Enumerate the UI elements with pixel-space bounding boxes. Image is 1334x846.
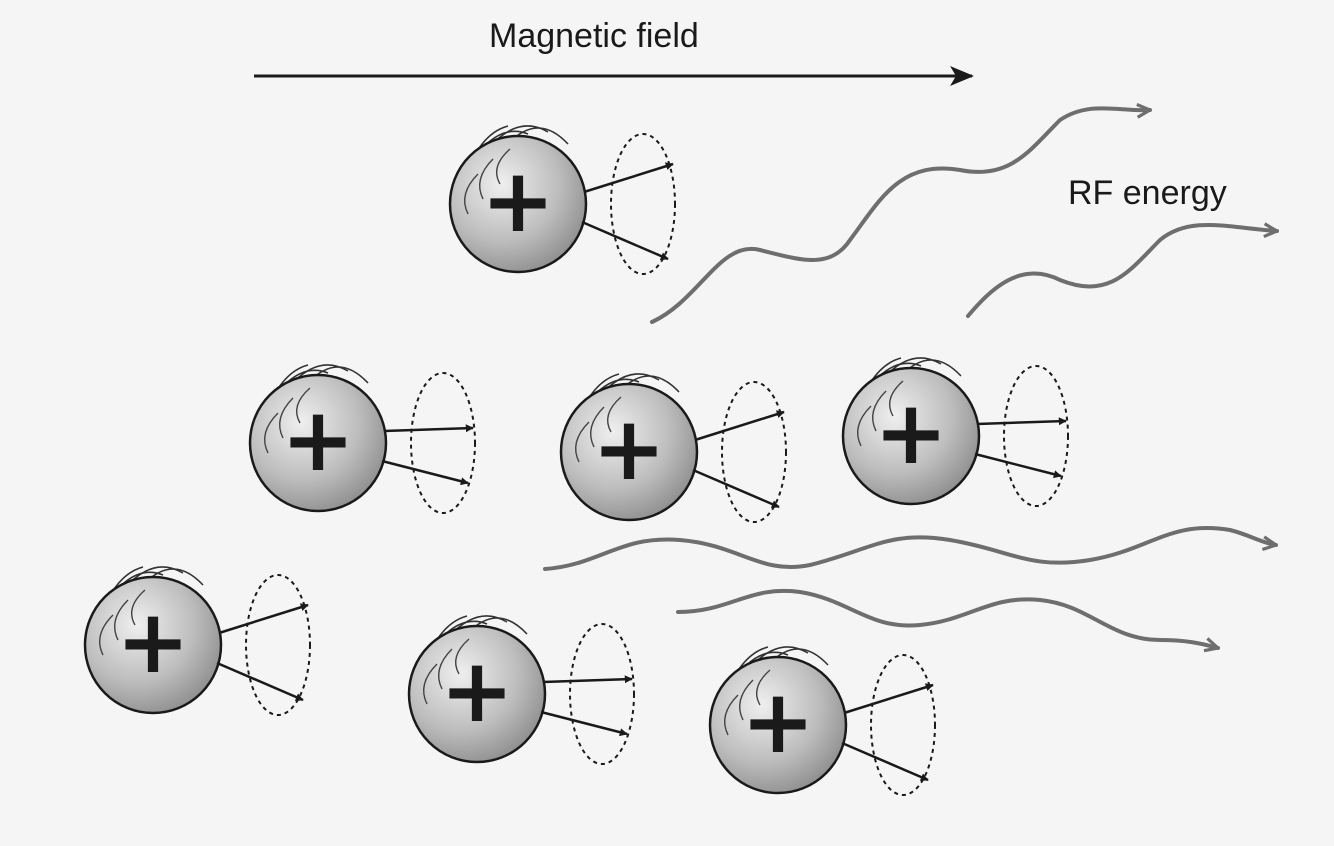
rf-waves [543, 108, 1277, 648]
magnetic-moment-arrow [540, 710, 628, 737]
magnetic-moment-arrow [383, 424, 474, 433]
magnetic-moment-arrow [841, 741, 929, 782]
spin-arc [464, 173, 479, 215]
precession-ellipse [245, 574, 311, 716]
rf-wave-lower-1 [543, 526, 1276, 571]
proton-plus-sign: + [481, 149, 555, 252]
magnetic-moment-arrow [692, 468, 780, 509]
spin-arc [279, 397, 294, 439]
magnetic-moment-arrow [542, 675, 633, 684]
spin-arc [889, 380, 904, 417]
spin-arc [607, 396, 622, 433]
spin-arc [724, 694, 739, 736]
rf-wave-upper-2 [966, 225, 1277, 318]
spin-arc [438, 648, 453, 690]
proton-plus-sign: + [281, 388, 355, 491]
magnetic-moment-arrow [694, 410, 785, 442]
spin-surface-lines [857, 380, 904, 447]
spin-arc [296, 387, 311, 424]
proton: + [448, 125, 676, 275]
magnetic-moment-arrow [976, 417, 1067, 426]
spin-surface-lines [99, 589, 146, 656]
precession-ellipse [1003, 365, 1069, 507]
rf-wave-lower-2 [676, 588, 1218, 648]
spin-surface-lines [575, 396, 622, 463]
spin-arc [496, 148, 511, 185]
magnetic-moment-arrow [583, 162, 674, 194]
spin-arc [455, 638, 470, 675]
precession-ellipse [410, 372, 476, 514]
proton-plus-sign: + [874, 381, 948, 484]
proton-plus-sign: + [440, 639, 514, 742]
spin-arc [479, 158, 494, 200]
precession-ellipse [721, 381, 787, 523]
magnetic-moment-arrow [218, 603, 309, 635]
spin-arc [739, 679, 754, 721]
proton: + [248, 364, 476, 514]
proton: + [559, 373, 787, 523]
spin-surface-lines [464, 148, 511, 215]
proton-plus-sign: + [592, 397, 666, 500]
spin-arc [423, 663, 438, 705]
magnetic-moment-arrow [216, 661, 304, 702]
proton: + [841, 357, 1069, 507]
spin-arc [756, 669, 771, 706]
proton: + [407, 615, 635, 765]
spin-arc [857, 405, 872, 447]
protons: + + + + + + + [83, 125, 1069, 796]
proton: + [83, 566, 311, 716]
precession-ellipse [569, 623, 635, 765]
spin-surface-lines [423, 638, 470, 705]
proton-plus-sign: + [741, 670, 815, 773]
magnetic-field-label: Magnetic field [489, 17, 699, 55]
precession-ellipse [870, 654, 936, 796]
spin-arc [575, 421, 590, 463]
magnetic-moment-arrow [974, 452, 1062, 479]
magnetic-moment-arrow [381, 459, 469, 486]
magnetic-moment-arrow [581, 220, 669, 261]
rf-wave-upper-1 [650, 108, 1150, 324]
proton-plus-sign: + [116, 590, 190, 693]
precession-ellipse [610, 133, 676, 275]
spin-arc [114, 599, 129, 641]
spin-surface-lines [264, 387, 311, 454]
spin-arc [872, 390, 887, 432]
spin-surface-lines [724, 669, 771, 736]
spin-arc [99, 614, 114, 656]
magnetic-moment-arrow [843, 683, 934, 715]
spin-arc [590, 406, 605, 448]
proton: + [708, 646, 936, 796]
spin-arc [264, 412, 279, 454]
rf-energy-label: RF energy [1068, 174, 1227, 212]
spin-arc [131, 589, 146, 626]
